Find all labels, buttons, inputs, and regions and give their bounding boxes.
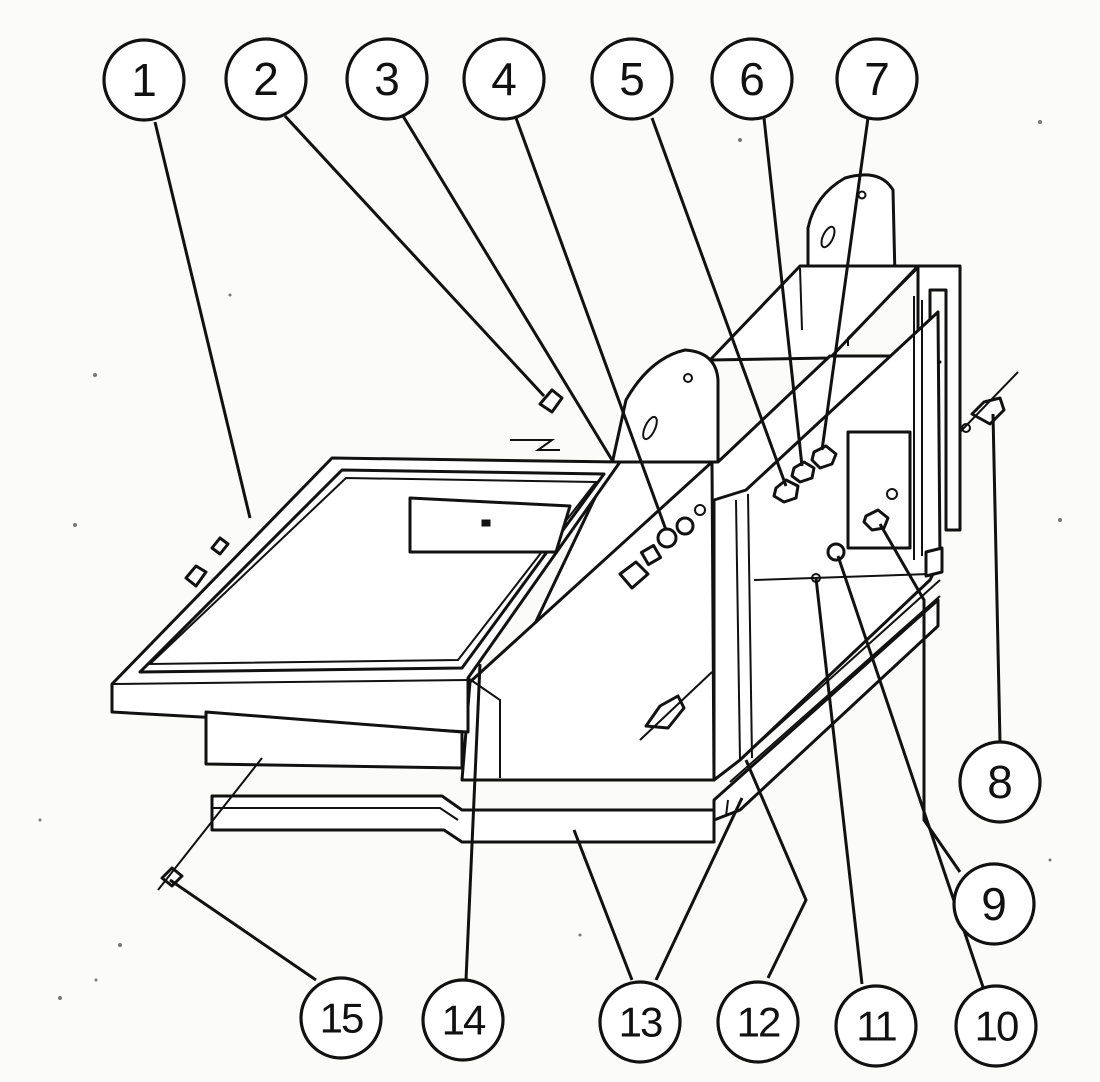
callout-15-label: 15 xyxy=(320,995,363,1042)
front-mounting-bracket xyxy=(610,348,720,466)
main-chassis xyxy=(460,296,944,783)
bottom-skid-front xyxy=(210,794,716,844)
assembly-drawing xyxy=(38,120,1062,1000)
callout-14: 14 xyxy=(421,978,505,1062)
callouts: 1 2 3 4 5 6 7 8 xyxy=(102,37,1042,1068)
callout-8-label: 8 xyxy=(987,756,1013,808)
callout-12-label: 12 xyxy=(737,999,780,1046)
callout-6-label: 6 xyxy=(739,53,765,105)
leader-7 xyxy=(820,117,870,451)
leader-2 xyxy=(283,114,546,398)
bolt-8 xyxy=(970,396,1006,426)
cover-tray xyxy=(110,456,622,778)
bottom-skids xyxy=(210,598,940,844)
callout-3-label: 3 xyxy=(374,53,400,105)
callout-1: 1 xyxy=(102,38,186,122)
screw-top xyxy=(538,388,564,414)
callout-15: 15 xyxy=(299,976,383,1060)
callout-10: 10 xyxy=(954,984,1038,1068)
callout-11-label: 11 xyxy=(856,1003,896,1050)
scan-noise xyxy=(38,120,1062,1000)
leader-12 xyxy=(744,759,808,979)
rear-housing xyxy=(708,173,962,542)
callout-8: 8 xyxy=(958,740,1042,824)
nut-5 xyxy=(772,478,800,504)
callout-2-label: 2 xyxy=(253,53,279,105)
callout-7: 7 xyxy=(835,37,919,121)
leader-5 xyxy=(650,117,788,487)
callout-6: 6 xyxy=(710,37,794,121)
front-hardware xyxy=(510,388,713,741)
callout-10-label: 10 xyxy=(975,1003,1018,1050)
bolt-15 xyxy=(160,866,184,888)
callout-13: 13 xyxy=(598,980,682,1064)
callout-7-label: 7 xyxy=(864,53,890,105)
leader-13b xyxy=(654,797,744,981)
nut-7 xyxy=(810,444,838,470)
leader-6 xyxy=(762,117,804,467)
callout-2: 2 xyxy=(224,37,308,121)
callout-5-label: 5 xyxy=(619,53,645,105)
callout-11: 11 xyxy=(834,984,918,1068)
leader-14 xyxy=(464,663,482,981)
side-access-plate xyxy=(846,430,912,550)
chassis-front-face xyxy=(460,460,716,782)
leader-13a xyxy=(572,829,634,981)
callout-9: 9 xyxy=(952,862,1036,946)
nut-6 xyxy=(790,460,816,484)
lower-base-block xyxy=(204,710,464,770)
washer-11 xyxy=(826,542,846,562)
leader-8 xyxy=(991,413,1002,743)
leader-1 xyxy=(153,121,252,519)
leader-3 xyxy=(401,115,614,461)
callout-9-label: 9 xyxy=(981,878,1007,930)
leader-15 xyxy=(169,878,317,982)
rear-top-rail xyxy=(708,264,920,362)
callout-13-label: 13 xyxy=(619,999,662,1046)
leader-11 xyxy=(814,577,864,985)
leader-lines xyxy=(153,114,1002,991)
bolt-head xyxy=(618,560,650,590)
callout-14-label: 14 xyxy=(442,997,486,1044)
callout-12: 12 xyxy=(716,980,800,1064)
callout-1-label: 1 xyxy=(131,54,157,106)
callout-4-label: 4 xyxy=(491,53,517,105)
leader-4 xyxy=(514,117,668,531)
callout-4: 4 xyxy=(462,37,546,121)
leader-9 xyxy=(878,523,962,873)
callout-5: 5 xyxy=(590,37,674,121)
bottom-skid-side xyxy=(712,598,940,822)
callout-3: 3 xyxy=(345,37,429,121)
